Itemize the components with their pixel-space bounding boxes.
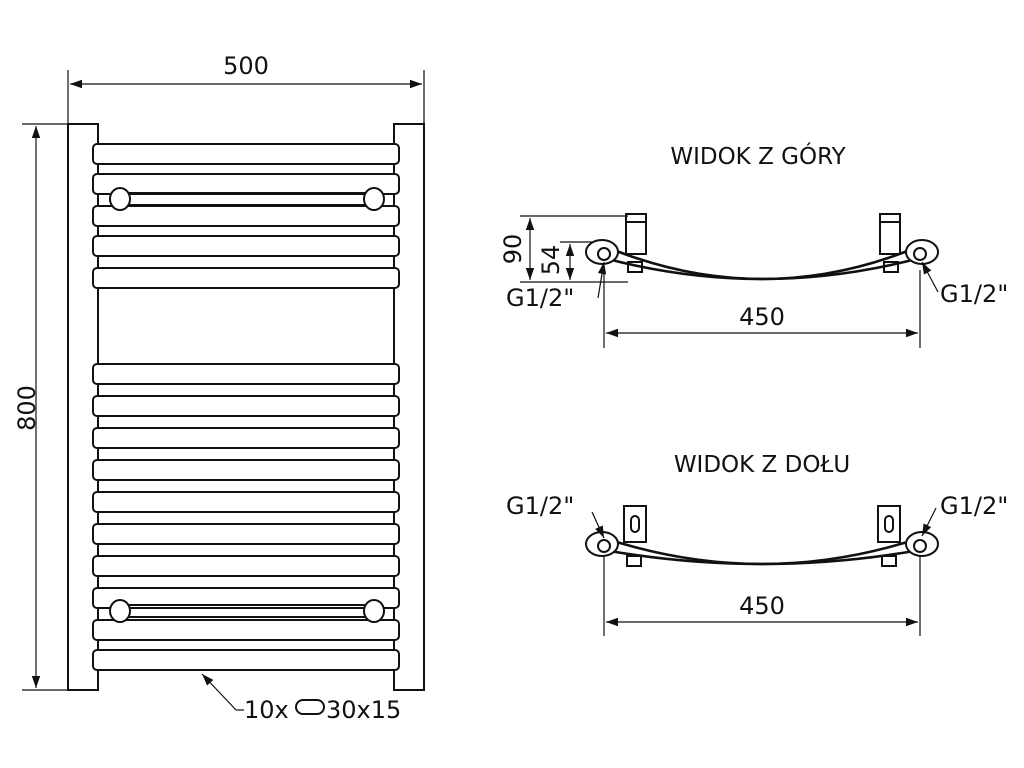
bottom-bracket-right: [877, 505, 901, 567]
top-view: WIDOK Z GÓRY 90 54: [499, 142, 1008, 348]
horizontal-tube: [92, 395, 400, 417]
towel-bar-top: [109, 187, 385, 211]
horizontal-tube: [92, 459, 400, 481]
depth-dimension: 90 54: [499, 215, 628, 283]
horizontal-tube: [92, 363, 400, 385]
connection-left: [585, 239, 619, 265]
horizontal-tube: [92, 267, 400, 289]
horizontal-tube: [92, 143, 400, 165]
connection-right: [905, 239, 939, 265]
horizontal-tube: [92, 555, 400, 577]
bottom-spacing-dimension: 450: [603, 556, 921, 636]
horizontal-tube: [92, 173, 400, 195]
horizontal-tube: [92, 235, 400, 257]
bottom-spacing-label: 450: [739, 592, 785, 620]
tube-group: [92, 143, 400, 671]
height-dimension: 800: [13, 123, 68, 691]
tube-count-label: 10x: [244, 696, 289, 724]
depth-axis-label: 54: [537, 245, 565, 276]
bottom-connection-left-label: G1/2": [506, 492, 574, 520]
top-spacing-label: 450: [739, 303, 785, 331]
horizontal-tube: [92, 523, 400, 545]
towel-bar-bottom: [109, 599, 385, 623]
bottom-view: WIDOK Z DOŁU G1/2" G1/2": [506, 452, 1008, 636]
horizontal-tube: [92, 649, 400, 671]
horizontal-tube: [92, 587, 400, 609]
front-view: 500 800 10x 3: [13, 52, 425, 724]
depth-total-label: 90: [499, 234, 527, 265]
horizontal-tube: [92, 205, 400, 227]
radiator-curve-top: [603, 244, 921, 281]
bottom-connection-left: [585, 531, 619, 557]
top-spacing-dimension: 450: [603, 270, 921, 348]
bottom-connection-right-label: G1/2": [940, 492, 1008, 520]
top-view-title: WIDOK Z GÓRY: [670, 142, 846, 170]
horizontal-tube: [92, 427, 400, 449]
bottom-view-title: WIDOK Z DOŁU: [674, 452, 850, 478]
tube-size-label: 30x15: [326, 696, 401, 724]
tube-section-icon: [295, 699, 325, 715]
top-connection-left-label: G1/2": [506, 284, 574, 312]
horizontal-tube: [92, 491, 400, 513]
height-dimension-label: 800: [13, 385, 41, 431]
radiator-curve-bottom: [603, 536, 921, 566]
top-connection-right-label: G1/2": [940, 280, 1008, 308]
horizontal-tube: [92, 619, 400, 641]
tube-callout: 10x 30x15: [201, 673, 401, 724]
width-dimension-label: 500: [223, 52, 269, 80]
width-dimension: 500: [67, 52, 425, 126]
